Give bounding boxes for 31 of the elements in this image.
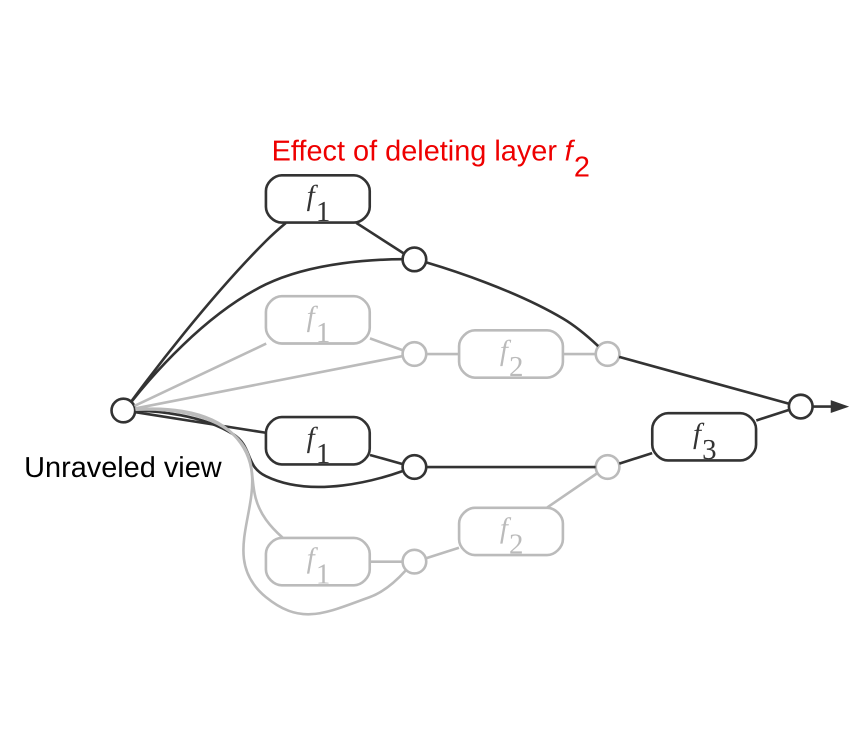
- connector: [426, 352, 459, 355]
- connector: [130, 221, 287, 402]
- caption: Unraveled view: [24, 452, 222, 484]
- connector: [370, 336, 404, 351]
- connector: [135, 406, 407, 616]
- node-circle: [401, 453, 428, 480]
- connector: [756, 408, 790, 422]
- node-circle: [594, 453, 621, 480]
- connector: [370, 560, 402, 562]
- connector: [356, 221, 405, 254]
- connector: [426, 546, 460, 560]
- node-circle: [401, 340, 428, 367]
- connector: [426, 260, 600, 347]
- node-circle: [110, 396, 136, 424]
- connector: [135, 410, 266, 434]
- arrow: [813, 400, 850, 413]
- connector: [546, 472, 598, 508]
- node-circle: [594, 340, 621, 367]
- connector: [136, 408, 404, 488]
- node-circle: [401, 548, 428, 574]
- connector: [563, 352, 596, 355]
- connector: [618, 451, 653, 464]
- connector: [618, 355, 790, 404]
- connector: [370, 453, 404, 465]
- connector: [426, 465, 596, 468]
- connector: [136, 408, 284, 538]
- node-circle: [788, 392, 814, 420]
- connector: [135, 354, 403, 410]
- connector: [130, 257, 403, 402]
- connector: [134, 342, 267, 407]
- node-circle: [401, 246, 428, 272]
